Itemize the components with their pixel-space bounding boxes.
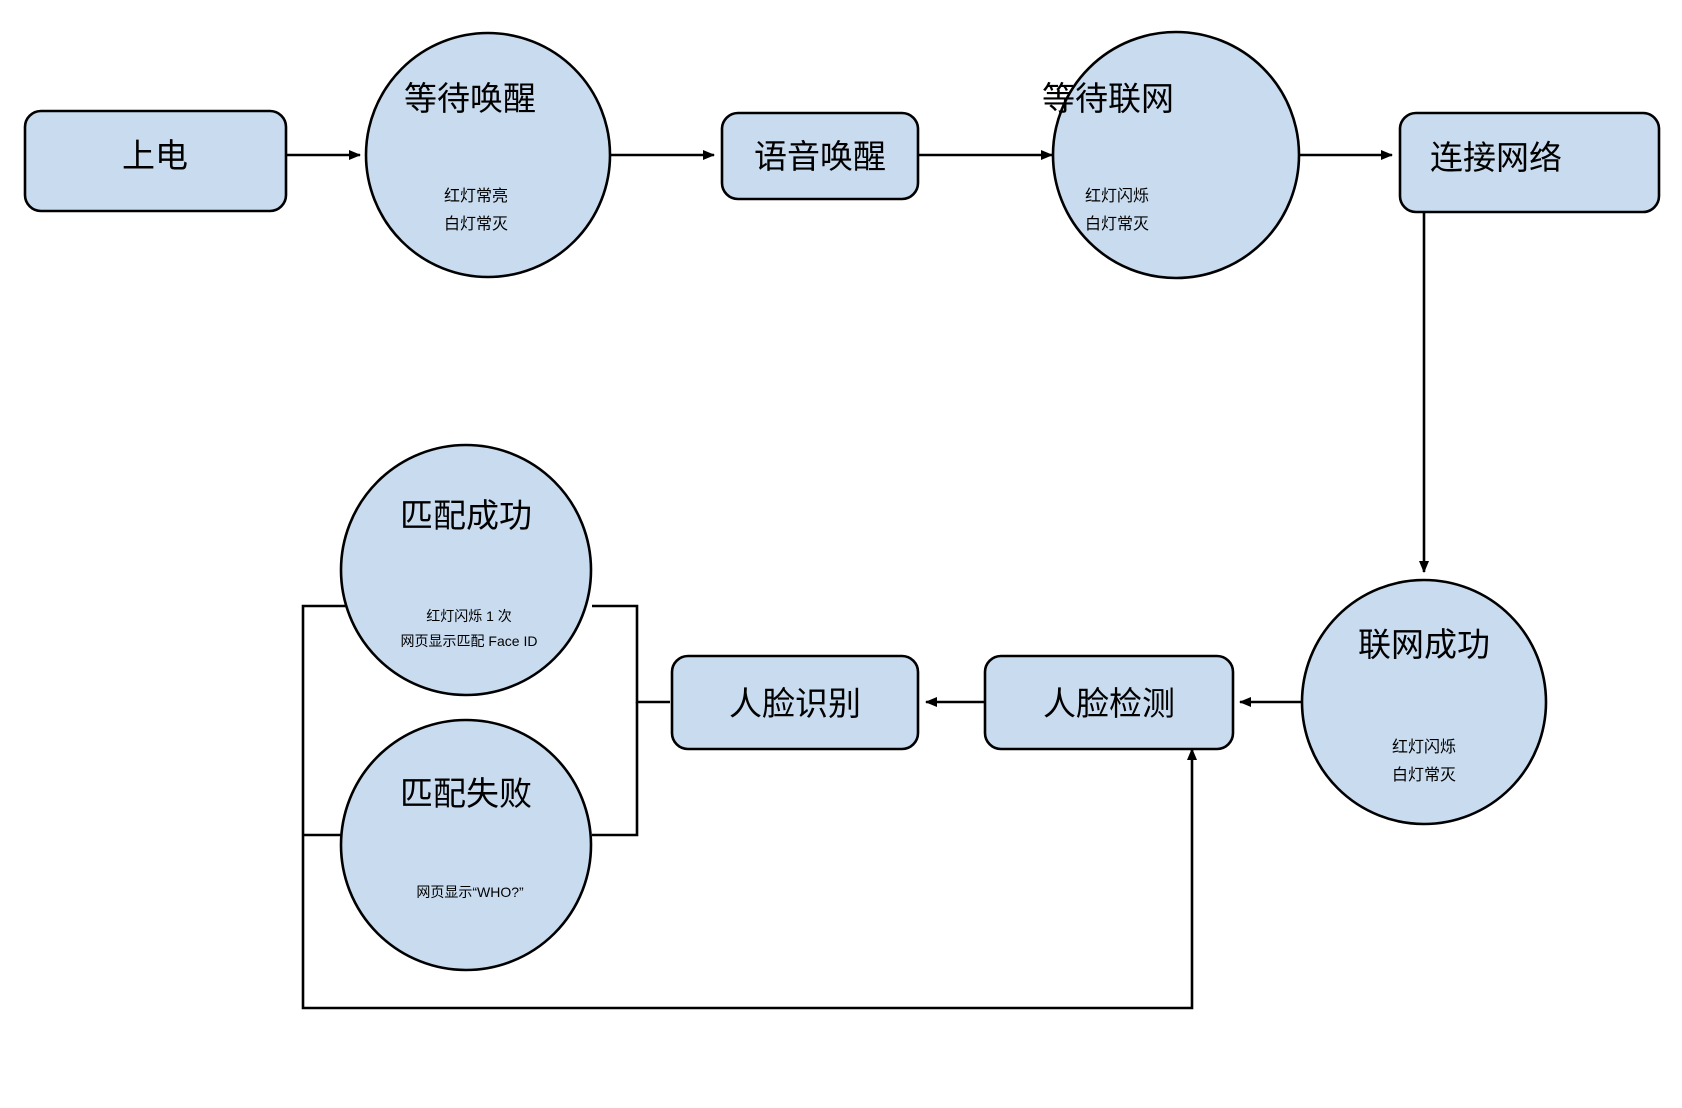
node-wait-network[interactable]: 等待联网 红灯闪烁 白灯常灭 (1042, 30, 1301, 280)
node-face-detect[interactable]: 人脸检测 (983, 654, 1235, 751)
node-network-success-sub-2: 白灯常灭 (1392, 766, 1456, 784)
node-match-success-sub-2: 网页显示匹配 Face ID (401, 633, 538, 649)
node-match-fail-label: 匹配失败 (400, 775, 532, 812)
node-connect-network-label: 连接网络 (1430, 139, 1562, 176)
node-match-success-sub-1: 红灯闪烁 1 次 (426, 608, 512, 624)
edge-face-recognize-to-match-success (592, 604, 670, 704)
node-match-fail-shape (339, 718, 593, 972)
node-match-success[interactable]: 匹配成功 红灯闪烁 1 次 网页显示匹配 Face ID (339, 443, 593, 697)
node-wait-network-shape (1051, 30, 1301, 280)
node-voice-wakeup[interactable]: 语音唤醒 (720, 111, 920, 201)
node-voice-wakeup-label: 语音唤醒 (754, 138, 886, 175)
node-face-recognize[interactable]: 人脸识别 (670, 654, 920, 751)
edge-face-recognize-to-match-fail (592, 702, 639, 837)
node-match-fail[interactable]: 匹配失败 网页显示“WHO?” (339, 718, 593, 972)
node-wait-wakeup-shape (364, 31, 612, 279)
node-wait-wakeup-sub-2: 白灯常灭 (444, 215, 508, 233)
node-face-recognize-label: 人脸识别 (729, 685, 861, 722)
node-connect-network-shape (1398, 111, 1661, 214)
node-face-detect-label: 人脸检测 (1043, 685, 1175, 722)
node-face-recognize-shape (670, 654, 920, 751)
node-match-success-label: 匹配成功 (400, 497, 532, 534)
node-power-on-shape (23, 109, 288, 213)
node-network-success-label: 联网成功 (1358, 626, 1490, 663)
node-power-on[interactable]: 上电 (23, 109, 288, 213)
node-wait-wakeup-sub-1: 红灯常亮 (444, 187, 508, 205)
node-wait-wakeup-label: 等待唤醒 (404, 80, 536, 117)
node-wait-network-label: 等待联网 (1042, 80, 1174, 117)
node-wait-network-sub-1: 红灯闪烁 (1085, 187, 1149, 205)
node-match-fail-sub-1: 网页显示“WHO?” (416, 884, 524, 900)
node-voice-wakeup-shape (720, 111, 920, 201)
node-match-success-shape (339, 443, 593, 697)
node-power-on-label: 上电 (122, 137, 188, 174)
node-face-detect-shape (983, 654, 1235, 751)
node-wait-network-sub-2: 白灯常灭 (1085, 215, 1149, 233)
node-connect-network[interactable]: 连接网络 (1398, 111, 1661, 214)
node-wait-wakeup[interactable]: 等待唤醒 红灯常亮 白灯常灭 (364, 31, 612, 279)
node-network-success-sub-1: 红灯闪烁 (1392, 738, 1456, 756)
edge-match-fail-to-face-detect (301, 604, 1197, 1010)
node-network-success[interactable]: 联网成功 红灯闪烁 白灯常灭 (1300, 578, 1548, 826)
node-network-success-shape (1300, 578, 1548, 826)
